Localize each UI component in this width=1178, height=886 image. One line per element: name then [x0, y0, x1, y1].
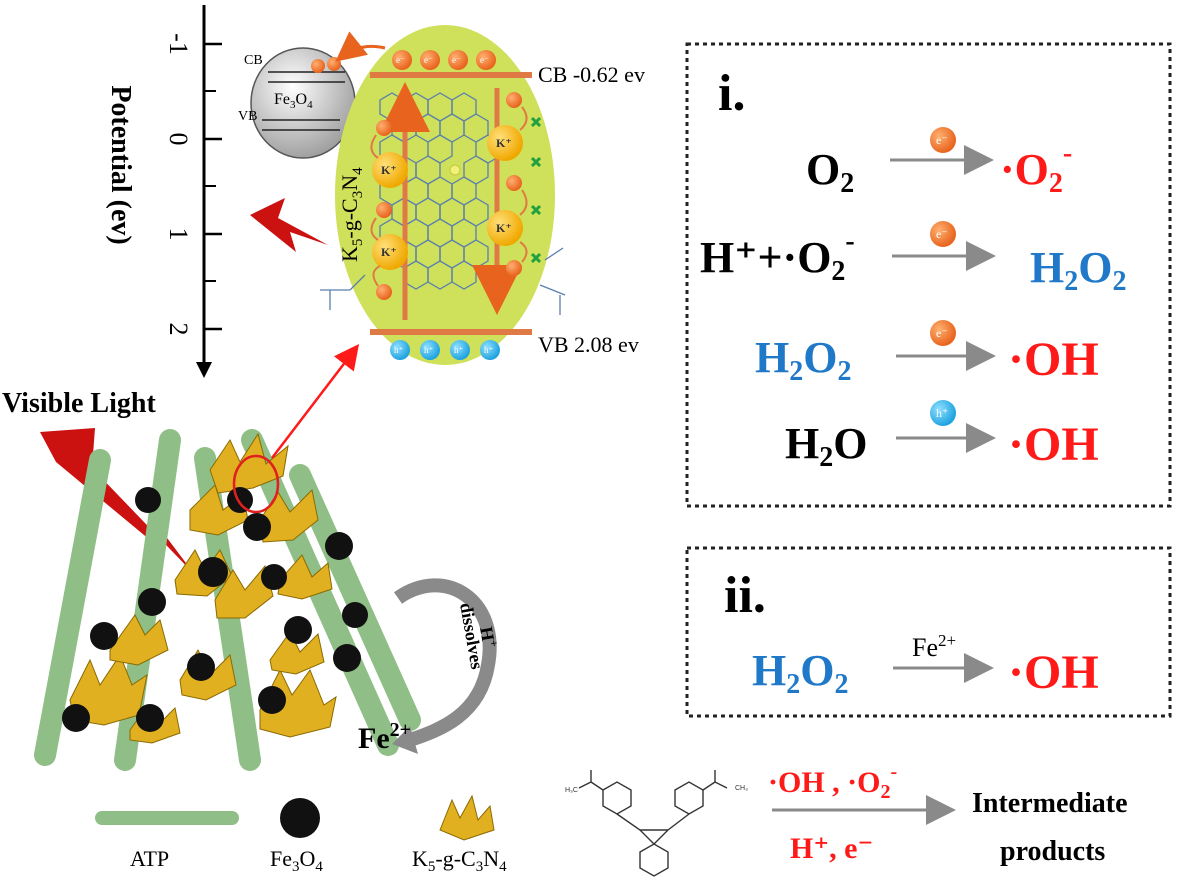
- reaction-fenton: H2O2 Fe2+ ·OH: [752, 631, 1099, 700]
- electron-catalyst-icon: [930, 127, 956, 153]
- electron-label: e⁻: [480, 55, 489, 65]
- cb-potential-label: CB -0.62 ev: [538, 62, 645, 87]
- hole-icon: [390, 340, 410, 360]
- electron-icon: [327, 57, 341, 71]
- electron-label: e⁻: [396, 55, 405, 65]
- fe3o4-band-particle: CB VB Fe3O4: [238, 31, 386, 159]
- dissolve-arrow: [393, 578, 497, 747]
- reaction-2: H⁺+·O2- e⁻ H2O2: [700, 221, 1126, 297]
- potential-axis: -1 0 1 2 Potential (ev): [105, 5, 222, 378]
- electron-transfer-arrow: [335, 31, 386, 62]
- panel-i-label: i.: [718, 65, 745, 122]
- hole-label: h⁺: [394, 345, 404, 355]
- panel-ii-label: ii.: [724, 567, 766, 624]
- axis-title: Potential (ev): [105, 85, 136, 244]
- k5gcn-vertical-label: K5-g-C3N4: [337, 167, 366, 262]
- hole-icon: [480, 340, 500, 360]
- electron-catalyst-icon: [930, 320, 956, 346]
- electron-icon: [476, 50, 496, 70]
- potassium-ion-icon: [487, 210, 523, 246]
- reaction-1-reactant: O2: [806, 145, 854, 199]
- reaction-4-product: ·OH: [1008, 418, 1099, 471]
- k5gcn-band-diagram: e⁻ e⁻ e⁻ e⁻ h⁺ h⁺ h⁺ h⁺ K⁺ K⁺ K⁺: [320, 25, 566, 365]
- electron-icon: [311, 59, 325, 73]
- lightning-icon: [250, 198, 328, 252]
- fe3o4-particle-label: Fe3O4: [274, 91, 313, 111]
- visible-light-lightning-icon: [40, 428, 195, 575]
- hole-icon: [420, 340, 440, 360]
- intermediate-label: Intermediate: [972, 788, 1128, 819]
- reaction-4-catalyst: h⁺: [936, 406, 948, 420]
- hole-catalyst-icon: [930, 400, 956, 426]
- reaction-3-catalyst: e⁻: [936, 326, 948, 340]
- potassium-ions: K⁺ K⁺ K⁺ K⁺: [372, 125, 523, 270]
- potassium-ion-icon: [372, 234, 408, 270]
- potassium-label: K⁺: [496, 136, 512, 150]
- trapped-electrons: [370, 92, 528, 300]
- potassium-ion-icon: [372, 152, 408, 188]
- electron-catalyst-icon: [930, 221, 956, 247]
- hole-icon: [450, 340, 470, 360]
- reaction-4-reactant: H2O: [785, 419, 867, 473]
- reaction-2-catalyst: e⁻: [936, 227, 948, 241]
- panel-ii-box: [685, 546, 1172, 718]
- blocked-recombination-marks: [530, 116, 542, 264]
- tick-label-1: 1: [164, 228, 193, 241]
- tick-label-2: 2: [164, 323, 193, 336]
- dye-methyl-label-right: CH₃: [735, 785, 748, 792]
- reaction-1-product: ·O2-: [1000, 138, 1072, 199]
- reaction-2-product: H2O2: [1030, 243, 1126, 297]
- electron-icon: [420, 50, 440, 70]
- cb-electrons: e⁻ e⁻ e⁻ e⁻: [392, 50, 496, 70]
- reaction-3: H2O2 e⁻ ·OH: [755, 320, 1099, 387]
- reaction-1: O2 e⁻ ·O2-: [806, 127, 1072, 199]
- legend-fe3o4-label: Fe3O4: [270, 846, 323, 875]
- reaction-3-reactant: H2O2: [755, 333, 851, 387]
- vb-holes: h⁺ h⁺ h⁺ h⁺: [390, 340, 500, 360]
- electron-label: e⁻: [452, 55, 461, 65]
- fenton-catalyst: Fe2+: [912, 631, 956, 662]
- electron-label: e⁻: [424, 55, 433, 65]
- dye-methyl-label-left: H₃C: [565, 787, 578, 794]
- hole-label: h⁺: [424, 345, 434, 355]
- tick-label-neg1: -1: [164, 33, 193, 55]
- fe3o4-cb-label: CB: [244, 53, 263, 68]
- h-plus-dissolves-label: H+: [476, 625, 501, 650]
- zoom-region-highlight: [232, 454, 280, 514]
- legend: ATP Fe3O4 K5-g-C3N4: [95, 794, 507, 875]
- panel-i-box: [685, 42, 1172, 508]
- tick-label-0: 0: [164, 133, 193, 146]
- dye-molecule-structure: [578, 770, 728, 877]
- zoom-arrow: [271, 344, 360, 459]
- legend-fe3o4-swatch: [280, 798, 320, 838]
- hole-label: h⁺: [454, 345, 464, 355]
- electron-icon: [392, 50, 412, 70]
- degradation-charge-carriers: H⁺, e⁻: [790, 832, 873, 865]
- hole-label: h⁺: [484, 345, 494, 355]
- vb-potential-label: VB 2.08 ev: [538, 332, 639, 357]
- reaction-4: H2O h⁺ ·OH: [785, 400, 1099, 473]
- fe2-product-label: Fe2+: [358, 719, 411, 755]
- potassium-label: K⁺: [381, 163, 397, 177]
- potassium-label: K⁺: [381, 245, 397, 259]
- products-label: products: [1000, 836, 1105, 867]
- composite-structure: [62, 432, 368, 744]
- reaction-1-catalyst: e⁻: [936, 133, 948, 147]
- legend-k5gcn-label: K5-g-C3N4: [412, 846, 507, 875]
- visible-light-label: Visible Light: [2, 388, 156, 419]
- dissolve-arrow-head: [392, 726, 418, 754]
- potassium-ion-icon: [487, 125, 523, 161]
- legend-atp-label: ATP: [130, 846, 169, 871]
- fenton-product: ·OH: [1008, 646, 1099, 699]
- legend-k5gcn-swatch: [439, 794, 495, 841]
- electron-icon: [448, 50, 468, 70]
- reaction-3-product: ·OH: [1008, 333, 1099, 386]
- reaction-2-reactant: H⁺+·O2-: [700, 226, 855, 287]
- fenton-reactant: H2O2: [752, 646, 848, 700]
- fe3o4-vb-label: VB: [238, 109, 257, 124]
- potassium-label: K⁺: [496, 221, 512, 235]
- degradation-oxidants: ·OH , ·O2-: [768, 761, 897, 803]
